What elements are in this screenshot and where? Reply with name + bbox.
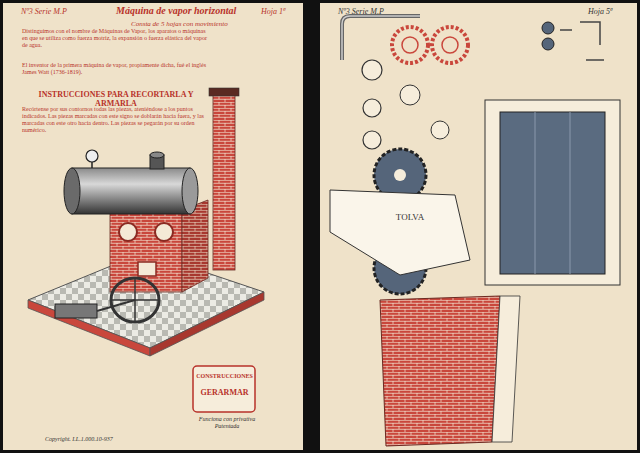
header-text: Nº3 Serie M.P (338, 7, 384, 16)
hopper-piece (330, 190, 470, 275)
header-text: Consta de 5 hojas con movimiento (131, 20, 228, 28)
body-text: Recórtense por sus contornos todas las p… (22, 106, 208, 134)
body-text: Funciona con privativa Patentada (192, 416, 262, 430)
logo-badge (193, 366, 255, 412)
header-text: GERARMAR (193, 388, 256, 397)
maker-badge: CONSTRUCCIONES GERARMAR (193, 366, 256, 412)
boiler (72, 168, 190, 214)
sheet-panel: Nº3 Serie M.P Hoja 5ª TOLVA (320, 3, 637, 450)
header-text: Hoja 1ª (261, 7, 285, 16)
sheet-title: Máquina de vapor horizontal (116, 5, 236, 17)
red-gear (432, 27, 468, 63)
part-label-box: TOLVA (375, 210, 445, 228)
right-sheet (320, 3, 637, 450)
header-text: TOLVA (375, 212, 445, 222)
brick-piece (380, 296, 500, 446)
header-text: Hoja 5ª (588, 7, 612, 16)
header-text: CONSTRUCCIONES (193, 373, 256, 380)
body-text: Copyright. I.L.1.000.10-937 (45, 436, 113, 443)
body-text: El inventor de la primera máquina de vap… (22, 62, 210, 76)
panel-piece (485, 100, 620, 285)
left-sheet (3, 3, 303, 450)
chimney (213, 95, 235, 270)
red-gear (392, 27, 428, 63)
header-text: Nº3 Serie M.P (21, 7, 67, 16)
body-text: Distinguimos con el nombre de Máquinas d… (22, 28, 210, 49)
section-heading: INSTRUCCIONES PARA RECORTARLA Y ARMARLA (22, 90, 210, 108)
